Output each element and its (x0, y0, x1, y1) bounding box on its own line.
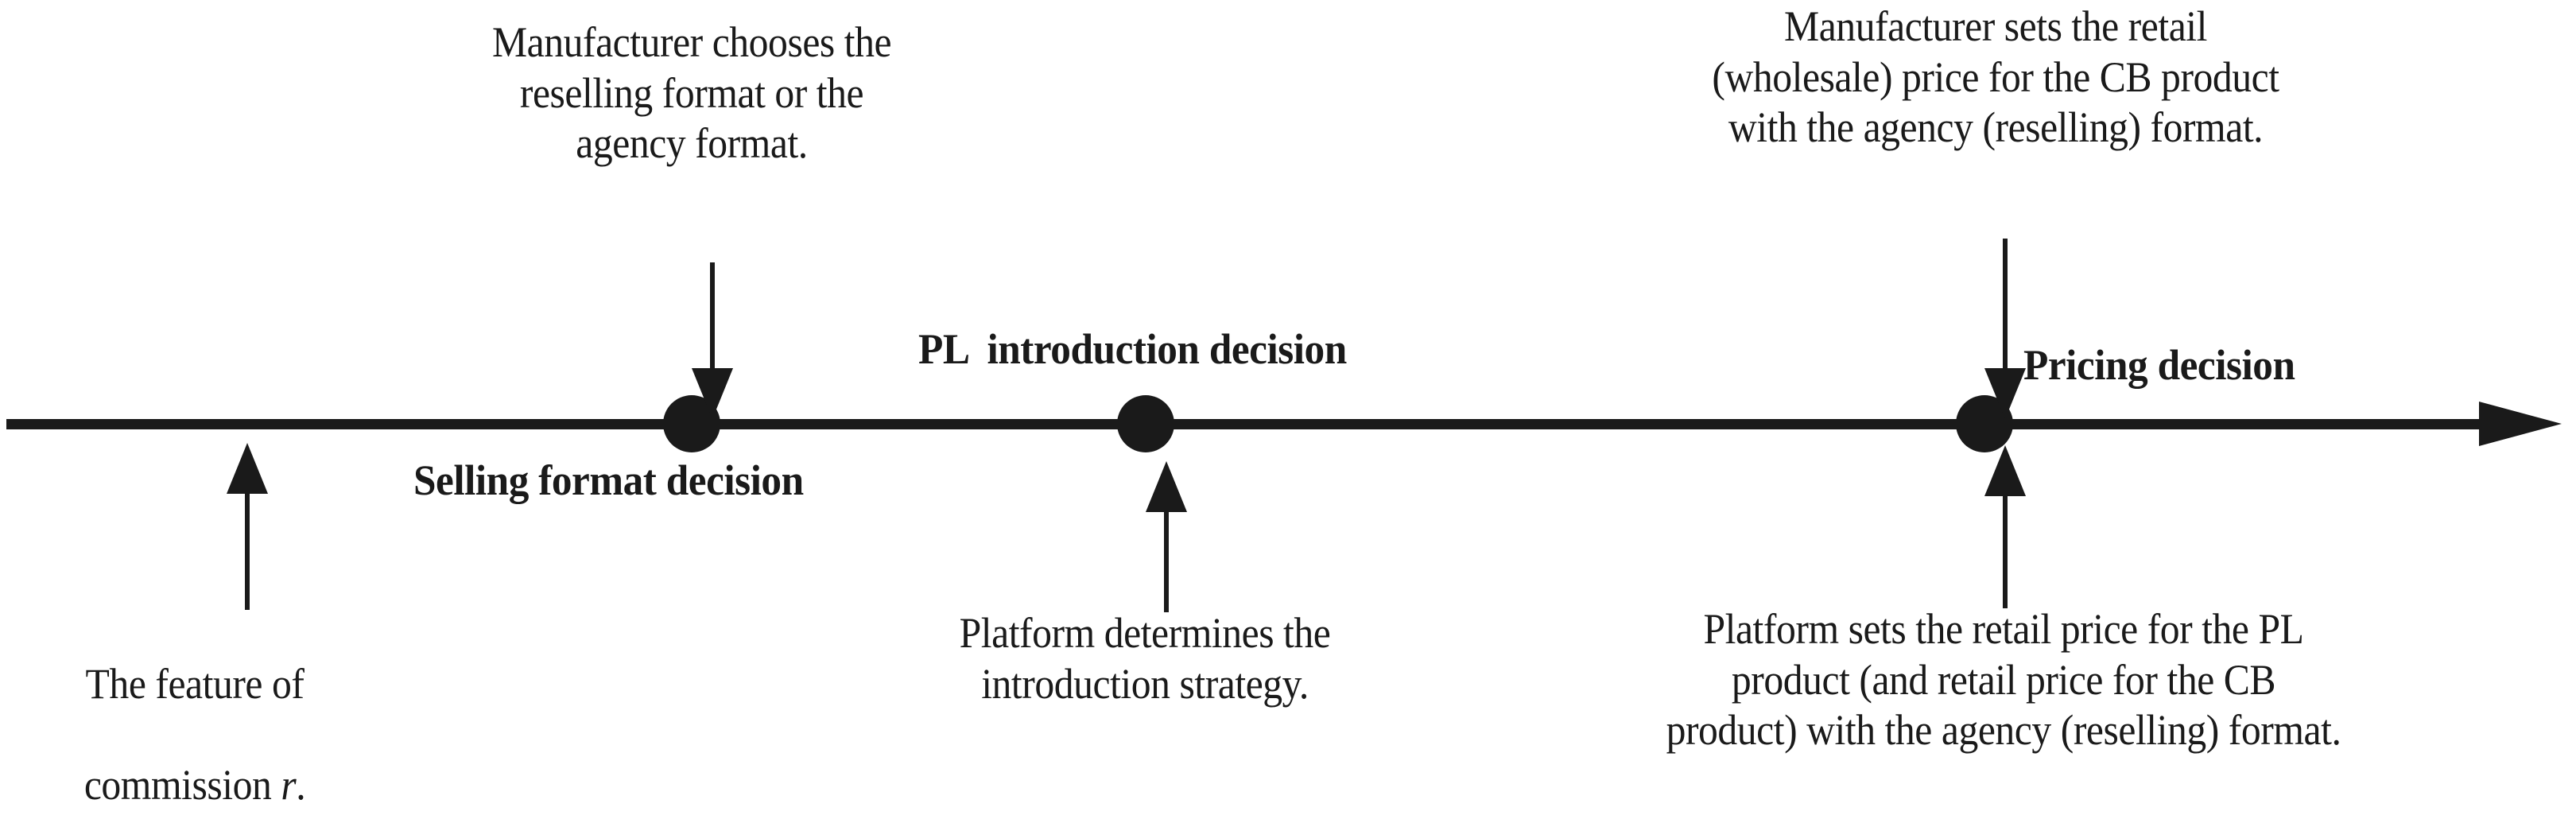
connector-arrow-pricing-down (1984, 239, 2026, 419)
note-commission-prefix: commission (83, 761, 281, 809)
note-commission-line1: The feature of (85, 659, 305, 708)
note-manufacturer-sets-retail-price: Manufacturer sets the retail (wholesale)… (1712, 2, 2279, 152)
note-commission-feature: The feature of commission r. (37, 608, 352, 819)
connector-arrow-pl-introduction-up (1146, 461, 1187, 612)
connector-arrow-pricing-up (1984, 445, 2026, 608)
timeline-axis-line (6, 419, 2485, 429)
note-manufacturer-chooses-format: Manufacturer chooses the reselling forma… (491, 18, 892, 168)
marker-label-selling-format-decision: Selling format decision (413, 456, 804, 504)
marker-label-pl-introduction-decision: PL introduction decision (918, 325, 1347, 373)
note-commission-suffix: . (296, 761, 306, 809)
note-commission-variable-r: r (281, 761, 297, 809)
note-platform-sets-retail-price: Platform sets the retail price for the P… (1666, 605, 2341, 755)
note-platform-determines-introduction: Platform determines the introduction str… (959, 609, 1331, 708)
marker-label-pricing-decision: Pricing decision (2023, 341, 2295, 389)
note-commission-line2: commission r. (37, 760, 352, 811)
connector-arrow-selling-format-down (692, 262, 733, 419)
timeline-axis-arrow-icon (2479, 402, 2562, 446)
timeline-node-pl-introduction[interactable] (1117, 395, 1174, 452)
connector-arrow-commission-up (227, 443, 268, 610)
